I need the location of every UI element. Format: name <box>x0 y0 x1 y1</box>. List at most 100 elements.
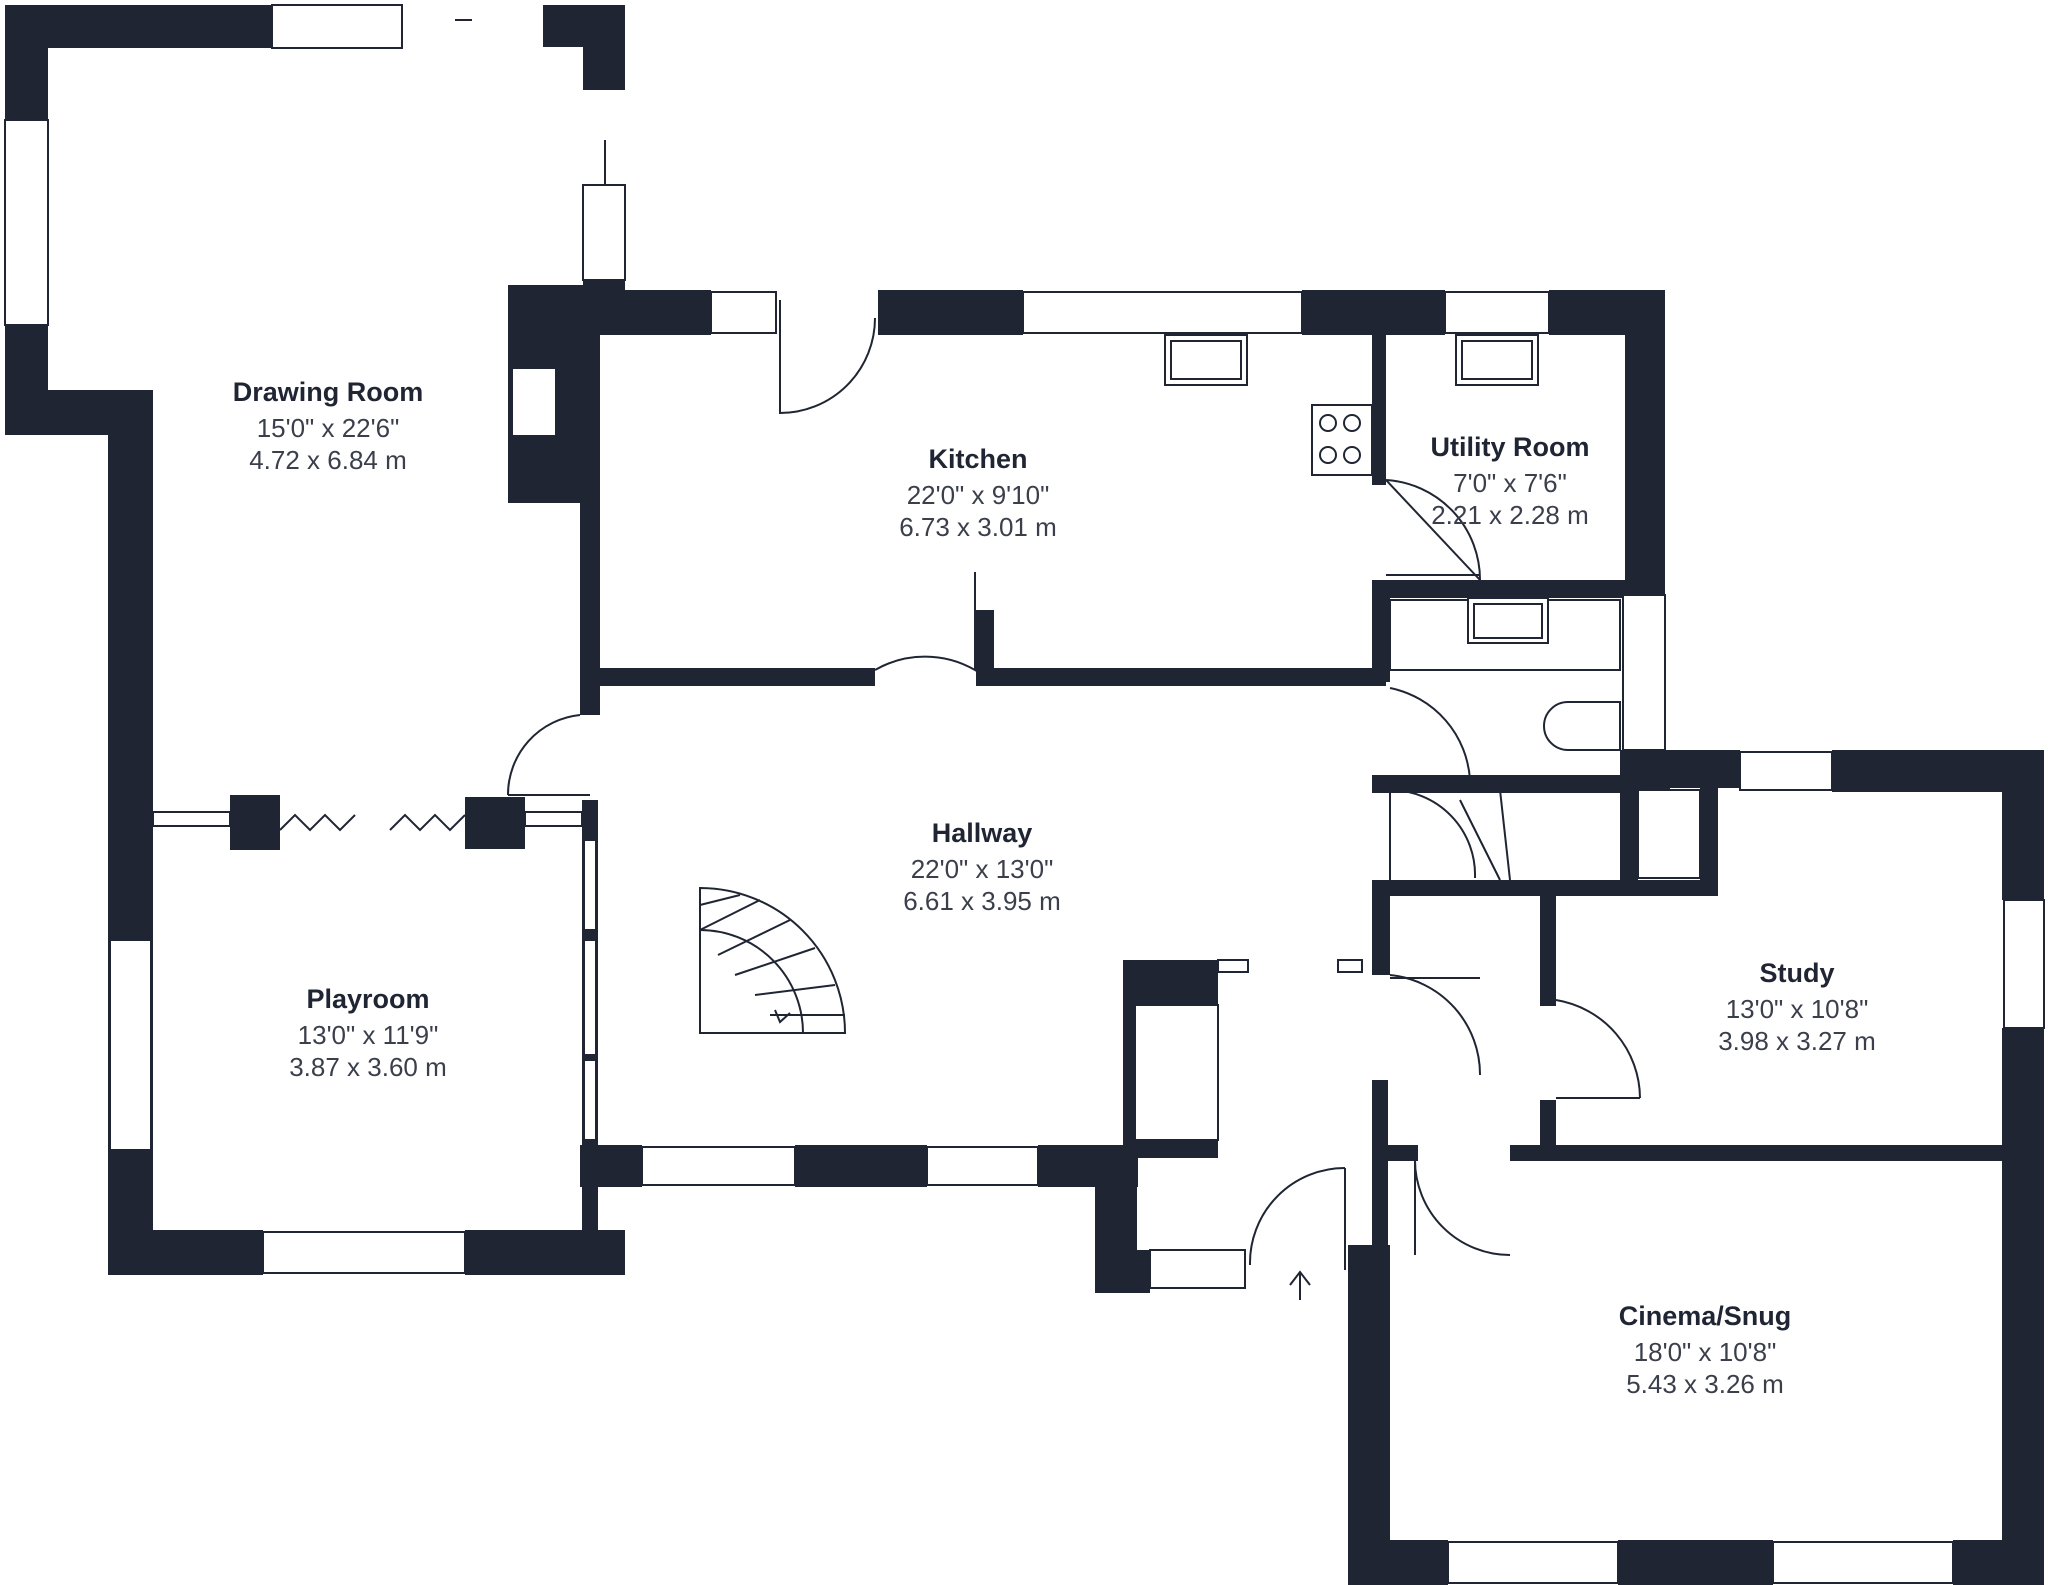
window <box>1444 291 1550 334</box>
hob-ring <box>1319 446 1337 464</box>
wall <box>230 795 280 850</box>
window <box>1022 291 1303 334</box>
room-dimensions-metric: 4.72 x 6.84 m <box>249 445 407 475</box>
hall-cupboard <box>1134 1004 1219 1141</box>
wall <box>465 797 525 849</box>
hob-ring <box>1343 446 1361 464</box>
toilet <box>1543 701 1621 751</box>
room-dimensions-metric: 5.43 x 3.26 m <box>1626 1369 1784 1399</box>
stair-tread <box>734 947 816 976</box>
room-dimensions-metric: 2.21 x 2.28 m <box>1431 500 1589 530</box>
wall <box>1618 1540 1773 1585</box>
drawing-room-label: Drawing Room 15'0" x 22'6" 4.72 x 6.84 m <box>233 377 424 475</box>
window <box>583 839 597 931</box>
room-name: Utility Room <box>1431 432 1590 462</box>
wall <box>1372 1145 1418 1161</box>
window <box>2003 899 2045 1029</box>
wall <box>878 290 1023 335</box>
window <box>524 811 583 827</box>
stair-tread <box>754 984 836 996</box>
kitchen-sink-bowl <box>1170 340 1242 380</box>
room-name: Kitchen <box>928 444 1027 474</box>
door-swing <box>779 300 876 415</box>
wall <box>1372 880 1390 975</box>
radiator <box>1337 959 1363 973</box>
door-swing <box>1389 974 1482 1076</box>
room-dimensions-metric: 3.87 x 3.60 m <box>289 1052 447 1082</box>
room-name: Cinema/Snug <box>1619 1301 1792 1331</box>
window <box>583 1059 597 1141</box>
wall <box>1372 335 1386 485</box>
wall <box>1095 1250 1150 1293</box>
room-dimensions-metric: 6.61 x 3.95 m <box>903 886 1061 916</box>
wall <box>580 285 600 715</box>
walls <box>5 5 2044 1585</box>
wall <box>583 5 625 90</box>
playroom-label: Playroom 13'0" x 11'9" 3.87 x 3.60 m <box>289 984 447 1082</box>
window <box>582 184 626 281</box>
wall <box>1625 290 1665 595</box>
entrance-arrow <box>1289 1270 1311 1300</box>
room-dimensions-imperial: 7'0" x 7'6" <box>1453 468 1567 498</box>
window <box>1739 751 1833 791</box>
room-dimensions-imperial: 18'0" x 10'8" <box>1634 1337 1777 1367</box>
wall <box>108 1230 263 1275</box>
window <box>152 811 231 827</box>
fireplace <box>511 367 557 437</box>
wall <box>1348 1245 1390 1585</box>
kitchen-label: Kitchen 22'0" x 9'10" 6.73 x 3.01 m <box>899 444 1057 542</box>
wall <box>583 290 711 335</box>
wall <box>1700 780 1718 896</box>
wall <box>1372 880 1717 896</box>
door-swing <box>1248 1167 1346 1266</box>
window <box>641 1146 796 1186</box>
utility-room-label: Utility Room 7'0" x 7'6" 2.21 x 2.28 m <box>1431 432 1590 530</box>
wall <box>2002 1145 2044 1585</box>
window <box>1622 594 1666 751</box>
stair-tread <box>1459 799 1501 881</box>
room-name: Hallway <box>932 818 1033 848</box>
wall <box>5 5 48 120</box>
wall <box>1348 1540 1448 1585</box>
wall <box>108 390 153 940</box>
door-swing <box>506 714 581 796</box>
wall <box>1372 580 1390 682</box>
stair-tread <box>717 919 791 956</box>
room-name: Study <box>1759 958 1834 988</box>
door-swing <box>1555 999 1641 1099</box>
door-swing <box>1389 789 1477 879</box>
window <box>710 291 777 334</box>
study-label: Study 13'0" x 10'8" 3.98 x 3.27 m <box>1718 958 1876 1056</box>
stair-inner <box>699 929 804 1034</box>
wall <box>2002 1028 2044 1158</box>
bifold-door <box>279 813 356 832</box>
room-dimensions-metric: 6.73 x 3.01 m <box>899 512 1057 542</box>
door-swing <box>1385 479 1482 583</box>
wall <box>976 668 1386 686</box>
cinema-snug-label: Cinema/Snug 18'0" x 10'8" 5.43 x 3.26 m <box>1619 1301 1792 1399</box>
window <box>1447 1541 1619 1584</box>
wall <box>1540 896 1556 1006</box>
doors <box>279 19 1641 1300</box>
room-dimensions-imperial: 13'0" x 11'9" <box>298 1020 439 1050</box>
radiator <box>1217 959 1249 973</box>
cupboard-unit <box>1637 789 1701 879</box>
wall <box>1135 1140 1218 1158</box>
window <box>271 4 403 49</box>
window <box>583 939 597 1056</box>
fixtures <box>1134 334 1701 1141</box>
stair-tread <box>699 899 761 931</box>
room-labels: Drawing Room 15'0" x 22'6" 4.72 x 6.84 m… <box>233 377 1876 1399</box>
wall <box>1200 960 1218 1000</box>
room-dimensions-imperial: 13'0" x 10'8" <box>1726 994 1869 1024</box>
wall <box>1372 580 1664 598</box>
wall <box>1510 1145 2044 1161</box>
room-name: Playroom <box>306 984 429 1014</box>
window <box>1772 1541 1954 1584</box>
wall <box>1953 1540 2044 1585</box>
stair-tread <box>1499 789 1511 881</box>
wall <box>795 1145 927 1187</box>
stair-arrow <box>774 1009 791 1024</box>
windows <box>4 4 2045 1584</box>
